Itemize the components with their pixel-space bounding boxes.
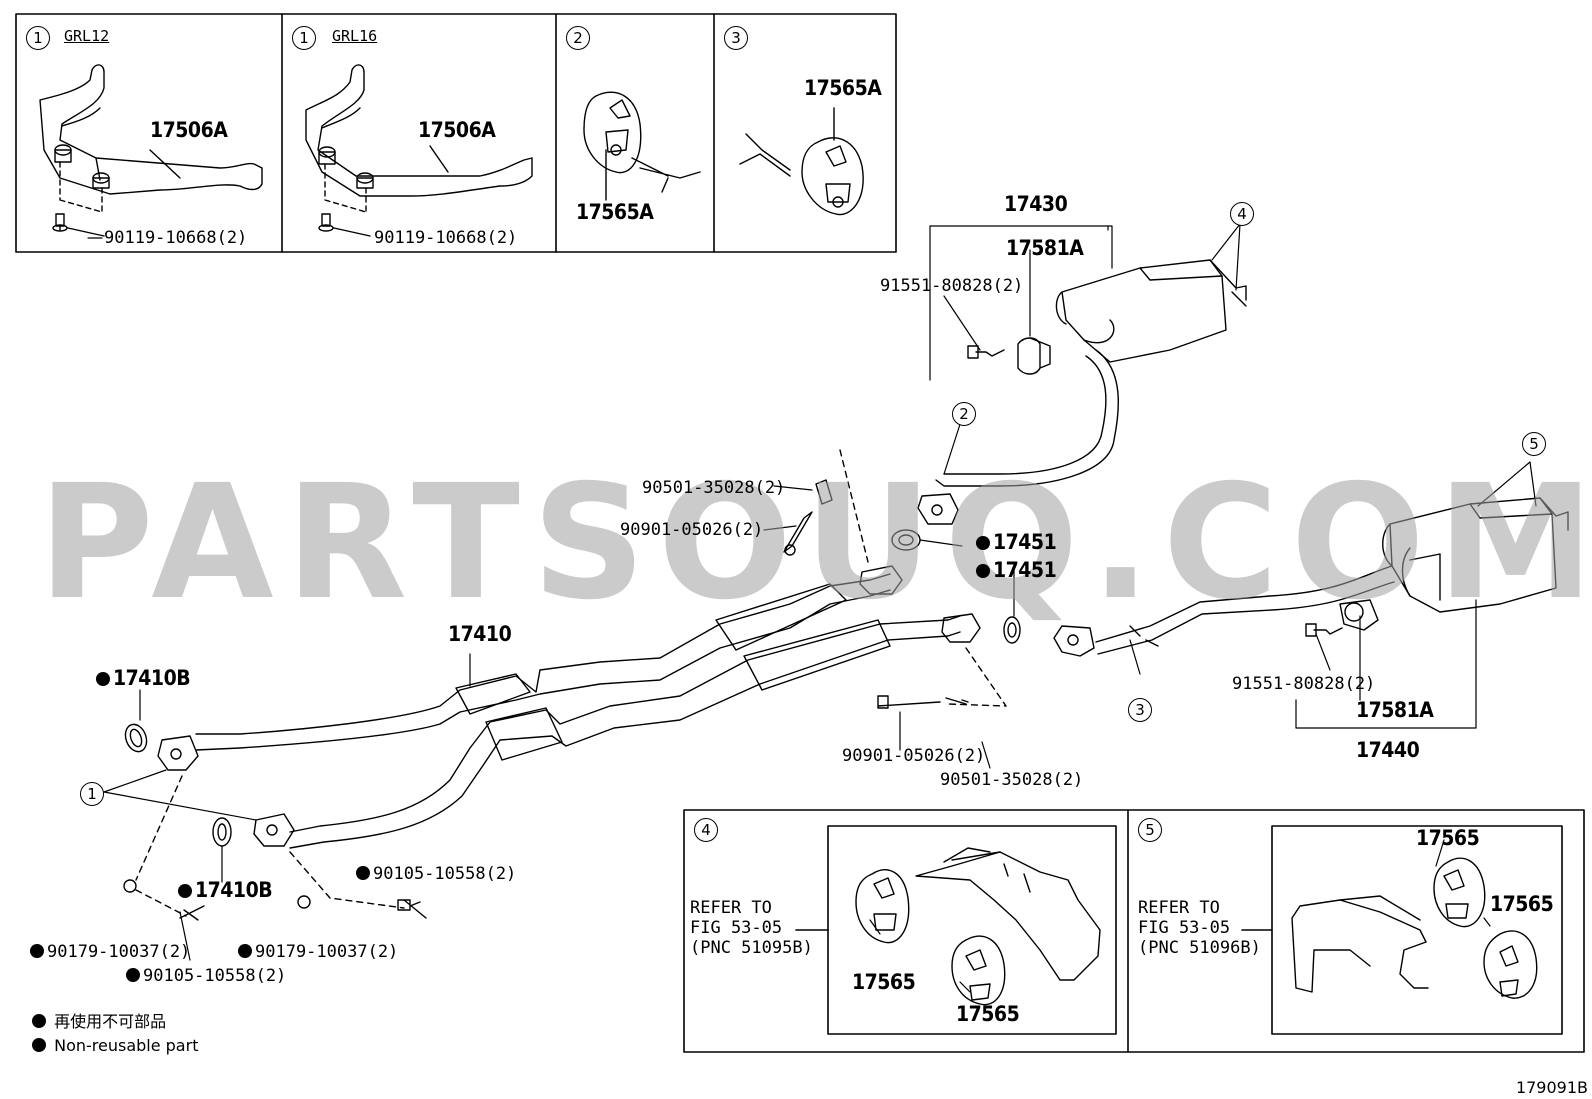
label-17410: 17410 [448,622,512,646]
callout-4-muffler: 4 [1230,202,1254,226]
non-reusable-dot [238,944,252,958]
label-90105-right-text: 90105-10558(2) [373,864,517,884]
inset1-part-label: 17506A [150,118,228,142]
leader-lines [87,223,1537,993]
label-17451-b: 17451 [976,558,1057,582]
inset1-bolt-label: 90119-10668(2) [104,228,248,248]
label-90105-right: 90105-10558(2) [356,864,516,884]
label-90179-left-text: 90179-10037(2) [47,942,191,962]
label-17410B-low-text: 17410B [195,878,273,902]
legend-line-jp: 再使用不可部品 [32,1012,166,1032]
label-17440: 17440 [1356,738,1420,762]
label-17410B-top: 17410B [96,666,191,690]
label-91551-right: 91551-80828(2) [1232,674,1376,694]
label-17451-a: 17451 [976,530,1057,554]
label-17410B-top-text: 17410B [113,666,191,690]
muffler-17430 [917,259,1247,525]
top-inset-frames [15,13,897,253]
legend-line2-text: Non-reusable part [54,1036,199,1055]
callout-3-pipe: 3 [1128,698,1152,722]
panel5-ref-line1: REFER TO [1138,898,1220,918]
front-pipe-17410 [123,449,1021,921]
callout-5-panel: 5 [1138,818,1162,842]
panel4-part-b: 17565 [956,1002,1020,1026]
panel5-ref-line3: (PNC 51096B) [1138,938,1261,958]
panel5-part-b: 17565 [1490,892,1554,916]
panel4-ref-line1: REFER TO [690,898,772,918]
bracket-17506A-grl12 [39,64,263,237]
label-90901-low: 90901-05026(2) [842,746,986,766]
callout-1-inset-grl16: 1 [292,26,316,50]
label-17430: 17430 [1004,192,1068,216]
panel4-hangers [855,847,1101,1006]
label-17410B-low: 17410B [178,878,273,902]
label-90501-low: 90501-35028(2) [940,770,1084,790]
hanger-inset-2 [583,91,701,201]
inset2-bolt-label: 90119-10668(2) [374,228,518,248]
panel5-part-a: 17565 [1416,826,1480,850]
panel4-ref-line3: (PNC 51095B) [690,938,813,958]
panel5-ref-line2: FIG 53-05 [1138,918,1231,938]
callout-3-inset: 3 [724,26,748,50]
non-reusable-dot [96,672,110,686]
label-17451-b-text: 17451 [993,558,1057,582]
label-17581A-right: 17581A [1356,698,1434,722]
callout-5-muffler: 5 [1522,432,1546,456]
callout-2-pipe: 2 [952,402,976,426]
inset2-variant: GRL16 [332,27,378,45]
inset1-variant: GRL12 [64,27,110,45]
legend-dot [32,1038,46,1052]
callout-2-inset: 2 [566,26,590,50]
label-90179-left: 90179-10037(2) [30,942,190,962]
non-reusable-dot [356,866,370,880]
label-90179-mid-text: 90179-10037(2) [255,942,399,962]
panel4-part-a: 17565 [852,970,916,994]
non-reusable-dot [178,884,192,898]
label-90501-top: 90501-35028(2) [642,478,786,498]
inset2-part-label: 17506A [418,118,496,142]
non-reusable-dot [976,536,990,550]
inset3-part-label: 17565A [576,200,654,224]
legend-line-en: Non-reusable part [32,1036,198,1056]
non-reusable-dot [30,944,44,958]
label-17451-a-text: 17451 [993,530,1057,554]
callout-1-flanges: 1 [80,782,104,806]
callout-4-panel: 4 [694,818,718,842]
panel4-ref-line2: FIG 53-05 [690,918,783,938]
label-17581A-top: 17581A [1006,236,1084,260]
non-reusable-dot [126,968,140,982]
hanger-inset-3 [739,107,864,216]
diagram-id: 179091B [1515,1078,1588,1097]
callout-1-inset-grl12: 1 [26,26,50,50]
label-90901-top: 90901-05026(2) [620,520,764,540]
bottom-panels [683,809,1585,1053]
label-90179-mid: 90179-10037(2) [238,942,398,962]
non-reusable-dot [976,564,990,578]
legend-line1-text: 再使用不可部品 [54,1012,167,1031]
inset4-part-label: 17565A [804,76,882,100]
label-91551-top: 91551-80828(2) [880,276,1024,296]
label-90105-left: 90105-10558(2) [126,966,286,986]
panel5-hangers [1291,857,1538,999]
bracket-17506A-grl16 [305,64,533,237]
label-90105-left-text: 90105-10558(2) [143,966,287,986]
muffler-17440 [1053,497,1569,657]
legend-dot [32,1014,46,1028]
